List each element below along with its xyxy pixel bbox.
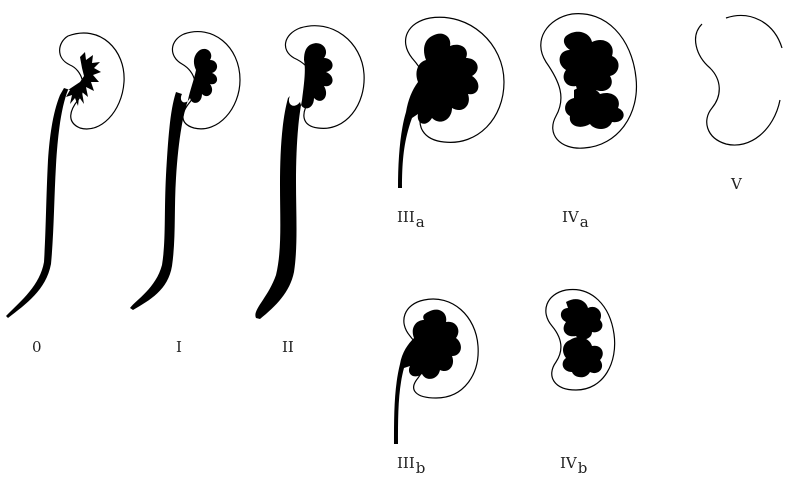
ureter-and-calyces: [6, 52, 101, 318]
kidney-grade-IVb: [546, 289, 615, 390]
grade-label-V: V: [731, 177, 742, 192]
grade-label-0: 0: [32, 340, 42, 355]
kidney-grade-0: [6, 33, 124, 318]
kidney-grade-I: [130, 32, 240, 310]
dilated-calyces: [560, 32, 624, 129]
kidney-outline: [696, 24, 780, 145]
ureter-and-calyces: [394, 310, 461, 444]
ureter-and-calyces: [130, 49, 217, 310]
grade-label-IIIa: IIIa: [397, 210, 425, 230]
grade-label-IIIb: IIIb: [397, 456, 425, 476]
grade-label-II: II: [282, 340, 294, 355]
dilated-calyces: [561, 299, 603, 377]
kidney-grade-II: [255, 26, 364, 319]
kidney-grade-IVa: [541, 14, 637, 149]
kidney-outline-upper: [726, 16, 782, 48]
kidney-grade-IIIa: [398, 17, 504, 188]
ureter-and-calyces: [255, 43, 332, 319]
grade-label-I: I: [176, 340, 182, 355]
grade-label-IVa: IVa: [562, 210, 589, 230]
kidney-grade-V: [696, 16, 782, 146]
grade-label-IVb: IVb: [560, 456, 587, 476]
kidney-grade-IIIb: [394, 299, 478, 444]
ureter-and-calyces: [398, 34, 478, 188]
